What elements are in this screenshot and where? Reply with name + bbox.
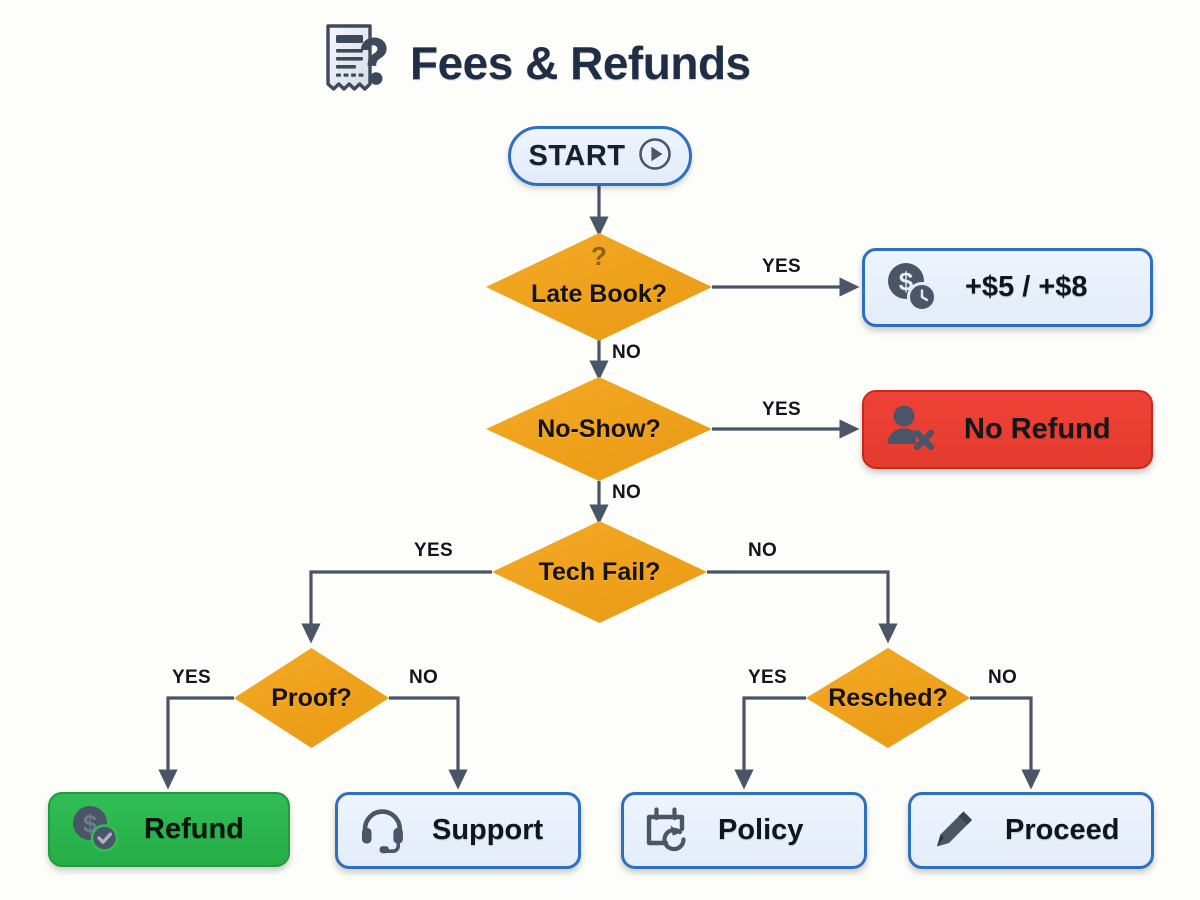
- node-no-show-label: No-Show?: [537, 414, 661, 443]
- edge-proof-no: [389, 696, 468, 790]
- edge-label-late-book-yes: YES: [762, 256, 801, 277]
- edge-label-tech-fail-no: NO: [748, 540, 778, 561]
- edge-label-no-show-yes: YES: [762, 399, 801, 420]
- pencil-icon: [929, 802, 981, 859]
- play-circle-icon: [638, 137, 672, 176]
- calendar-undo-icon: [642, 802, 694, 859]
- node-late-fee[interactable]: $ +$5 / +$8: [862, 248, 1153, 327]
- page-title: Fees & Refunds: [410, 37, 751, 89]
- node-refund[interactable]: $ Refund: [48, 792, 290, 867]
- node-late-book-label: Late Book?: [530, 279, 668, 308]
- edge-label-late-book-no: NO: [612, 342, 642, 363]
- edge-proof-yes: [158, 696, 234, 790]
- edge-tech-fail-yes: [301, 570, 492, 644]
- node-proof[interactable]: Proof?: [234, 648, 389, 748]
- node-resched[interactable]: Resched?: [806, 648, 970, 748]
- node-proceed[interactable]: Proceed: [908, 792, 1154, 869]
- edge-label-tech-fail-yes: YES: [414, 540, 453, 561]
- receipt-question-icon: [320, 22, 392, 104]
- node-tech-fail[interactable]: Tech Fail?: [492, 521, 707, 623]
- user-remove-icon: [882, 400, 936, 459]
- node-support-label: Support: [432, 814, 544, 846]
- edge-label-no-show-no: NO: [612, 482, 642, 503]
- dollar-check-icon: $: [68, 801, 120, 858]
- edge-resched-no: [970, 696, 1041, 790]
- node-policy[interactable]: Policy: [621, 792, 867, 869]
- node-no-show[interactable]: No-Show?: [486, 377, 712, 481]
- edge-label-proof-yes: YES: [172, 667, 211, 688]
- node-tech-fail-label: Tech Fail?: [538, 557, 661, 586]
- node-start-label: START: [528, 139, 626, 172]
- node-late-fee-label: +$5 / +$8: [965, 271, 1088, 303]
- dollar-clock-icon: $: [883, 258, 937, 317]
- edge-tech-fail-no: [707, 570, 898, 644]
- headset-icon: [356, 802, 408, 859]
- node-proceed-label: Proceed: [1005, 814, 1120, 846]
- node-proof-label: Proof?: [271, 683, 352, 712]
- node-no-refund[interactable]: No Refund: [862, 390, 1153, 469]
- node-late-book[interactable]: ? Late Book?: [486, 233, 712, 341]
- node-resched-label: Resched?: [828, 683, 948, 712]
- node-refund-label: Refund: [144, 813, 244, 845]
- edge-label-resched-no: NO: [988, 667, 1018, 688]
- edge-label-resched-yes: YES: [748, 667, 787, 688]
- question-mark-icon: ?: [591, 241, 607, 271]
- page-header: Fees & Refunds: [320, 22, 751, 104]
- edge-label-proof-no: NO: [409, 667, 439, 688]
- node-no-refund-label: No Refund: [964, 413, 1111, 445]
- node-support[interactable]: Support: [335, 792, 581, 869]
- node-policy-label: Policy: [718, 814, 804, 846]
- node-start[interactable]: START: [508, 126, 692, 186]
- edge-resched-yes: [734, 696, 806, 790]
